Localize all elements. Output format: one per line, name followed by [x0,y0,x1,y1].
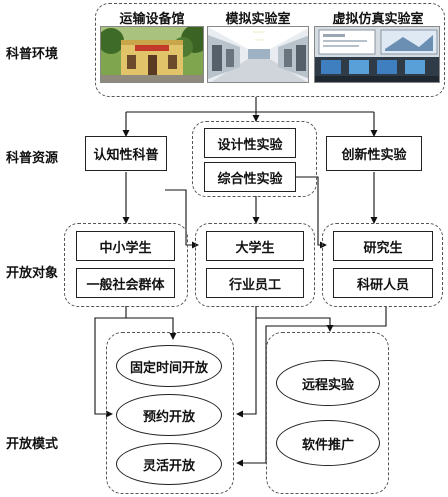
fixed-time-open-oval: 固定时间开放 [116,345,222,387]
row-label-mode: 开放模式 [6,437,59,452]
university-students-box: 大学生 [206,231,304,261]
venue-title-transport-museum: 运输设备馆 [119,12,185,27]
online-mode-group [266,332,389,494]
appointment-open-oval: 预约开放 [116,394,222,436]
museum-building-photo [100,26,204,83]
researchers-box: 科研人员 [333,268,433,298]
flexible-open-oval: 灵活开放 [116,443,222,485]
remote-experiment-oval: 远程实验 [276,360,380,406]
audience-group-research [322,223,443,307]
school-students-box: 中小学生 [76,231,175,261]
environment-group [95,3,445,97]
graduate-students-box: 研究生 [333,231,433,261]
design-experiment-box: 设计性实验 [204,128,296,158]
venue-title-virtual-lab: 虚拟仿真实验室 [332,12,424,27]
software-promotion-oval: 软件推广 [276,420,380,466]
general-public-box: 一般社会群体 [76,268,175,298]
onsite-mode-group [106,332,234,494]
cognitive-science-box: 认知性科普 [85,136,167,171]
computer-lab-photo [314,26,440,83]
innovative-experiment-box: 创新性实验 [326,136,422,171]
venue-title-simulation-lab: 模拟实验室 [225,12,291,27]
audience-group-public [64,223,188,307]
lab-corridor-photo [207,26,309,83]
row-label-resources: 科普资源 [6,151,59,166]
industry-staff-box: 行业员工 [206,268,304,298]
row-label-audience: 开放对象 [6,266,59,281]
comprehensive-experiment-box: 综合性实验 [204,162,296,192]
experiment-resource-group [192,121,317,197]
audience-group-university [195,223,315,307]
row-label-environment: 科普环境 [6,47,59,62]
